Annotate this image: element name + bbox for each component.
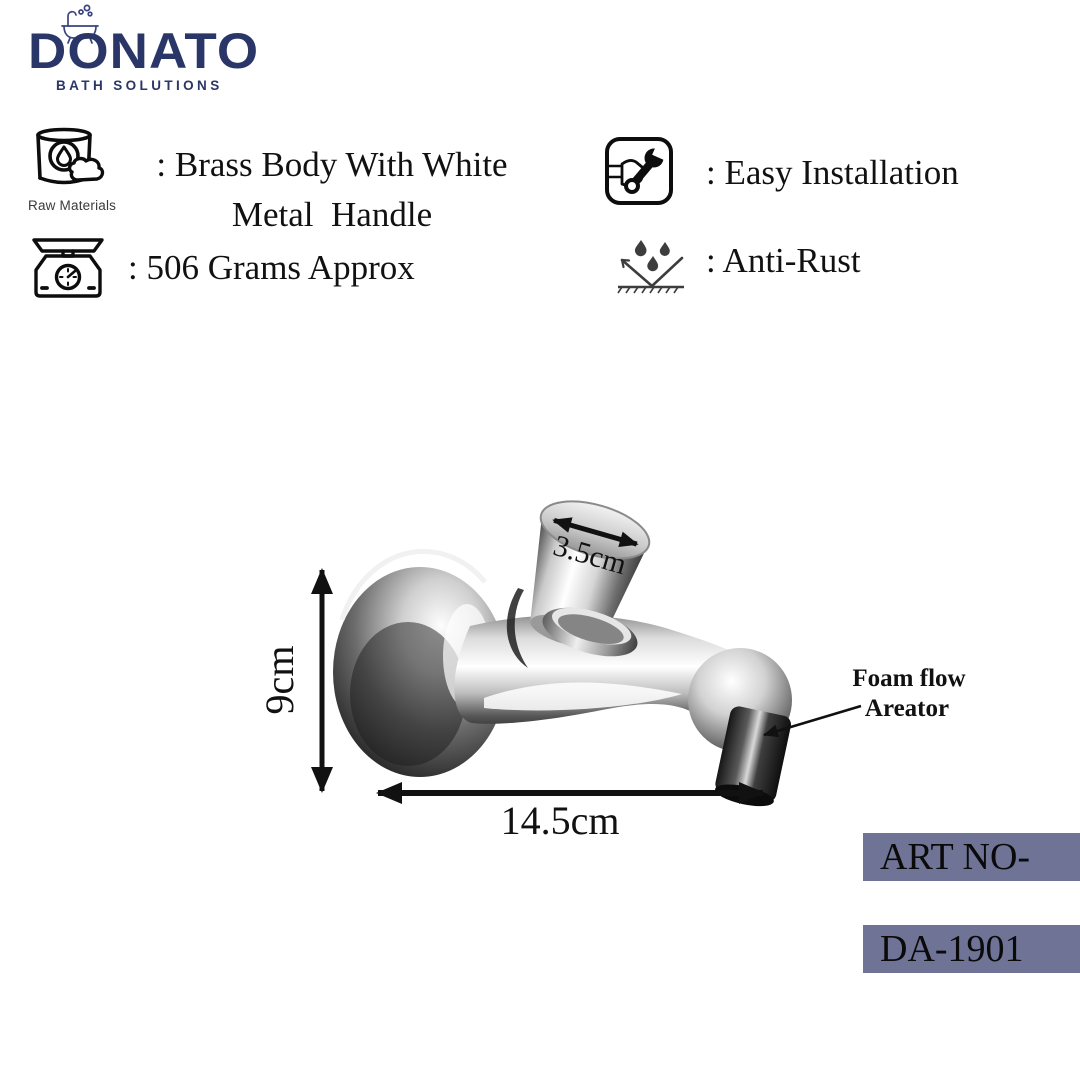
aerator-pointer-arrow [763,704,862,738]
brand-tagline: BATH SOLUTIONS [56,78,223,93]
art-no-label-box: ART NO- [863,833,1080,881]
weighing-scale-icon [32,238,104,298]
height-dimension-label: 9cm [260,646,302,715]
easy-installation-icon [605,137,673,205]
brand-name: DONATO [28,23,260,79]
material-spec-line2: Metal Handle [231,194,433,234]
material-spec-text: : Brass Body With White Metal Handle [122,140,542,239]
raw-materials-feature: Raw Materials [28,126,118,213]
bathtub-icon [61,4,99,44]
aerator-note-line2: Areator [865,695,949,722]
handle-diameter-arrow [552,517,639,548]
installation-spec-text: : Easy Installation [706,153,959,192]
raw-materials-icon [36,127,105,185]
anti-rust-spec-text: : Anti-Rust [706,241,861,280]
art-no-value: DA-1901 [880,928,1024,970]
material-spec-line1: : Brass Body With White [156,145,508,184]
art-no-label: ART NO- [880,836,1031,878]
aerator-note-line1: Foam flow [852,665,965,692]
product-figure: 3.5cm 9cm 14.5cm Foam flow Areator [260,500,966,843]
art-no-value-box: DA-1901 [863,925,1080,973]
length-dimension-label: 14.5cm [501,798,620,843]
anti-rust-icon [617,240,684,294]
faucet-image: 3.5cm [333,500,792,807]
raw-materials-caption: Raw Materials [28,198,117,213]
weight-spec-text: : 506 Grams Approx [128,248,415,287]
